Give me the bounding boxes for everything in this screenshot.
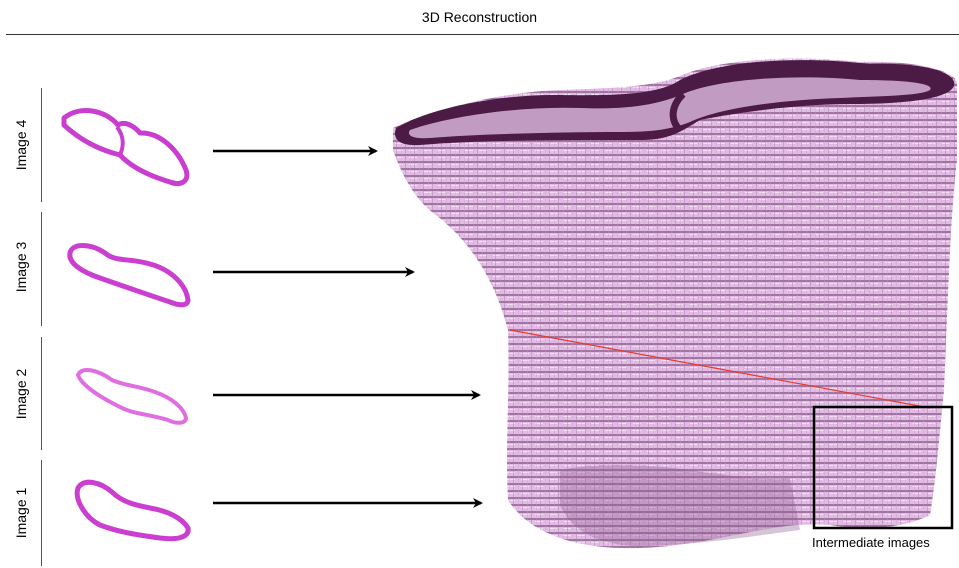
image-3-outline (70, 246, 188, 305)
intermediate-images-caption: Intermediate images (812, 535, 930, 550)
3d-model (393, 59, 957, 549)
image-2-outline (78, 370, 186, 423)
image-4-outline (64, 111, 187, 184)
image-1-outline (77, 482, 188, 538)
